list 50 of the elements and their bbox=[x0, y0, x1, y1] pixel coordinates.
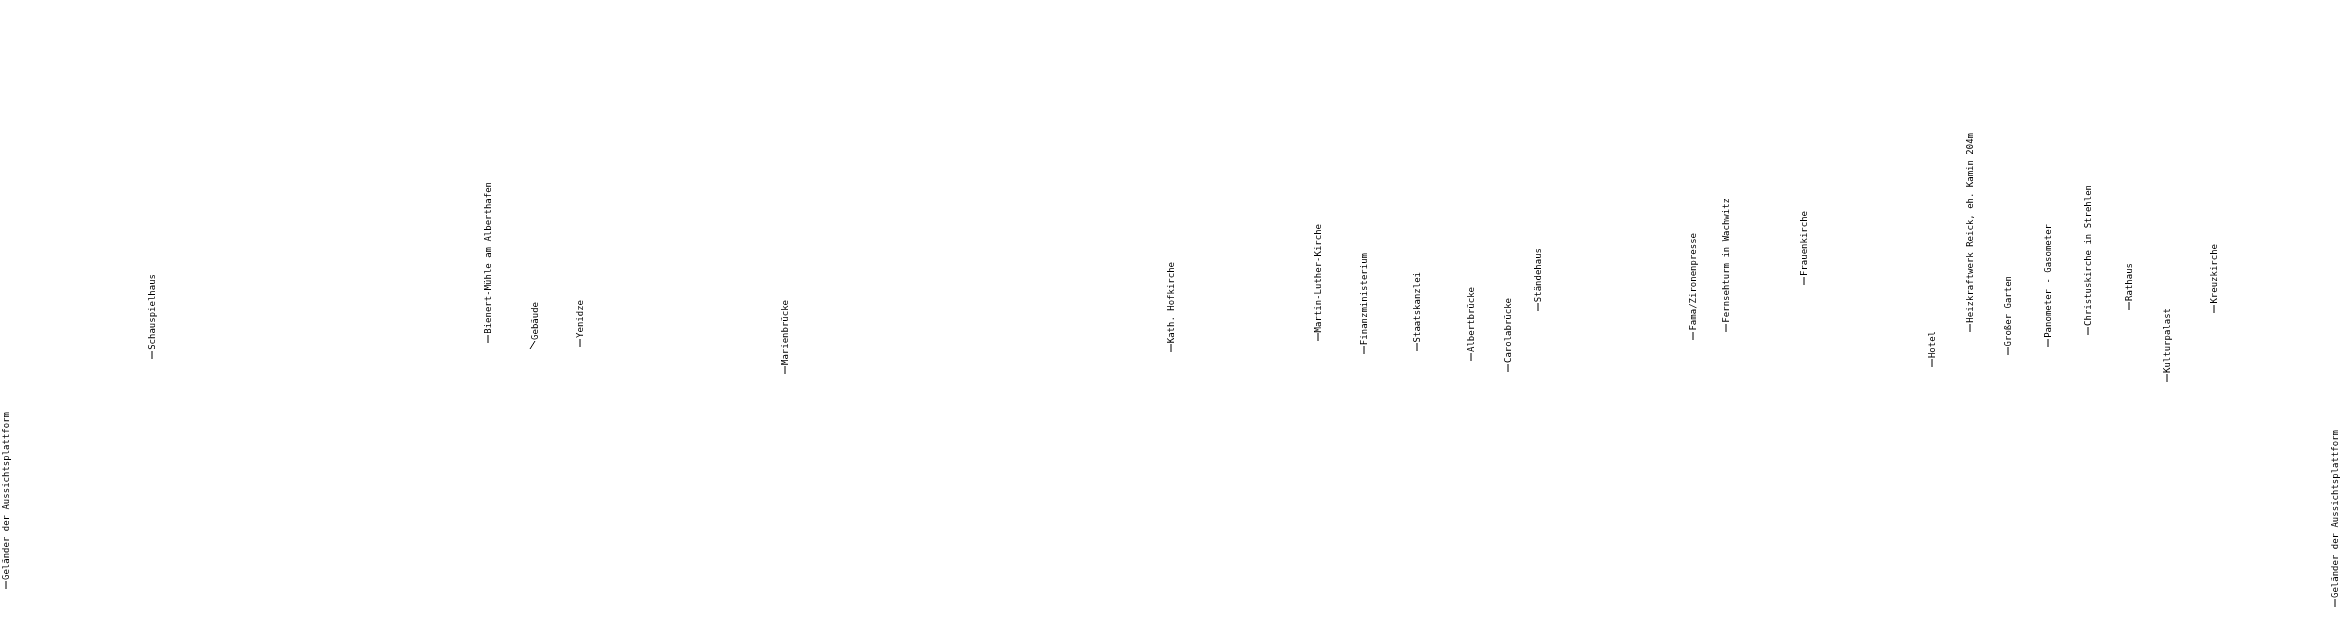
place-label: Heizkraftwerk Reick, eh. Kamin 204m bbox=[1965, 133, 1975, 323]
leader-line bbox=[784, 365, 786, 375]
leader-line bbox=[2087, 326, 2089, 336]
place-label: Geländer der Aussichtsplattform bbox=[1, 412, 11, 580]
leader-line bbox=[487, 334, 489, 344]
place-label: Marienbrücke bbox=[780, 300, 790, 366]
leader-line bbox=[579, 338, 581, 348]
leader-line bbox=[151, 350, 153, 360]
place-label: Kreuzkirche bbox=[2209, 244, 2219, 304]
leader-line bbox=[2166, 373, 2168, 383]
leader-line bbox=[2007, 346, 2009, 356]
place-label: Fama/Zironenpresse bbox=[1688, 233, 1698, 331]
place-label: Schauspielhaus bbox=[147, 274, 157, 350]
place-label: Ständehaus bbox=[1533, 248, 1543, 303]
leader-line bbox=[1969, 323, 1971, 333]
place-label: Bienert-Mühle am Alberthafen bbox=[483, 182, 493, 334]
leader-line bbox=[1363, 345, 1365, 355]
place-label: Gebäude bbox=[530, 302, 540, 340]
place-label: Rathaus bbox=[2124, 263, 2134, 301]
place-label: Kulturpalast bbox=[2162, 308, 2172, 374]
place-label: Staatskanzlei bbox=[1412, 272, 1422, 343]
place-label: Panometer - Gasometer bbox=[2043, 224, 2053, 338]
leader-line bbox=[1317, 332, 1319, 342]
place-label: Albertbrücke bbox=[1466, 287, 1476, 353]
leader-line bbox=[5, 580, 7, 590]
leader-line bbox=[2213, 304, 2215, 314]
place-label: Großer Garten bbox=[2003, 276, 2013, 347]
leader-line bbox=[1692, 331, 1694, 341]
leader-line bbox=[1416, 342, 1418, 352]
leader-line bbox=[529, 340, 536, 350]
place-label: Carolabrücke bbox=[1503, 298, 1513, 364]
place-label: Geländer der Aussichtsplattform bbox=[2330, 430, 2340, 598]
place-label: Martin-Luther-Kirche bbox=[1313, 224, 1323, 333]
leader-line bbox=[2334, 598, 2336, 608]
leader-line bbox=[1725, 323, 1727, 333]
leader-line bbox=[1537, 302, 1539, 312]
leader-line bbox=[2128, 301, 2130, 311]
leader-line bbox=[1931, 358, 1933, 368]
leader-line bbox=[1170, 343, 1172, 353]
place-label: Frauenkirche bbox=[1799, 211, 1809, 277]
leader-line bbox=[1507, 363, 1509, 373]
place-label: Fernsehturm in Wachwitz bbox=[1721, 198, 1731, 323]
leader-line bbox=[2047, 338, 2049, 348]
place-label: Christuskirche in Strehlen bbox=[2083, 185, 2093, 326]
place-label: Yenidze bbox=[575, 300, 585, 338]
place-label: Finanzministerium bbox=[1359, 253, 1369, 346]
place-label: Hotel bbox=[1927, 331, 1937, 359]
leader-line bbox=[1803, 276, 1805, 286]
leader-line bbox=[1470, 352, 1472, 362]
place-label: Kath. Hofkirche bbox=[1166, 262, 1176, 344]
